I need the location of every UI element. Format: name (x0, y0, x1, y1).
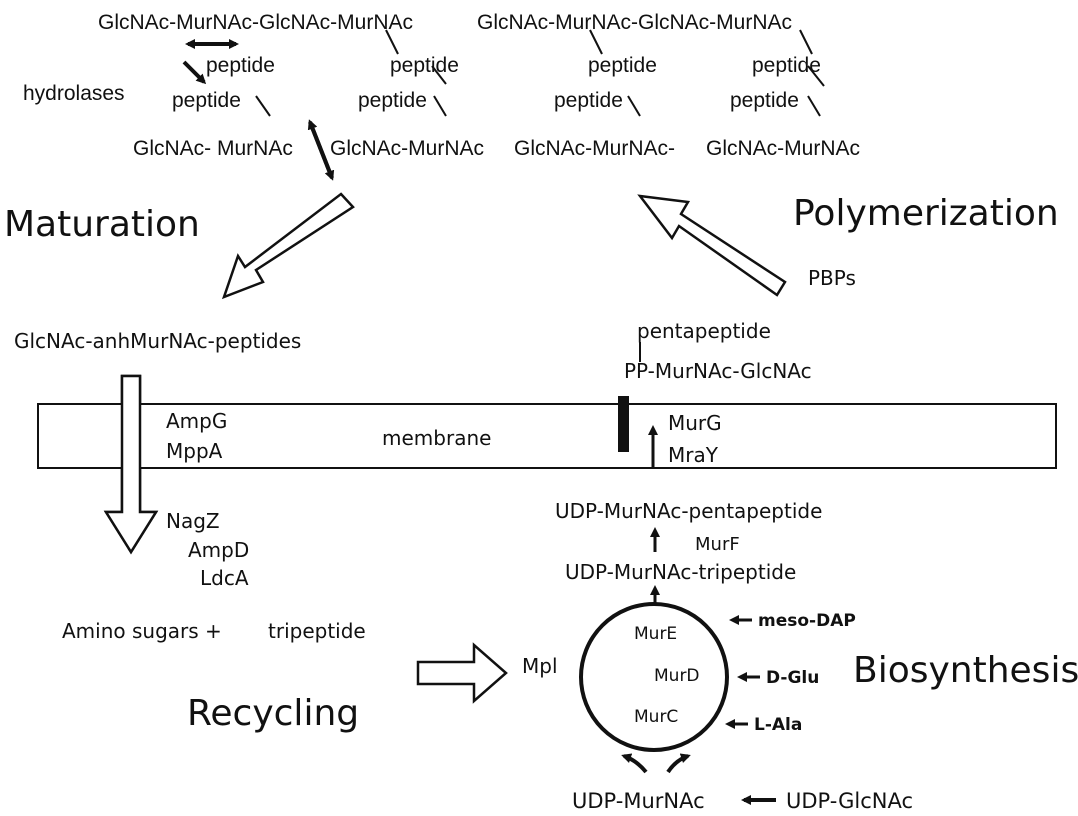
maturation-arrow-icon (221, 192, 355, 300)
recycling-heading: Recycling (187, 693, 359, 734)
peptide-label: peptide (554, 89, 623, 112)
curved-arrow-left-icon (621, 753, 648, 774)
strand-row3-segment-a: GlcNAc- MurNAc (133, 137, 293, 160)
udp-glcnac-label: UDP-GlcNAc (786, 789, 913, 813)
peptide-bonds-row1 (255, 29, 825, 117)
nagz-label: NagZ (166, 509, 220, 533)
peptides-row1: peptide peptide peptide peptide (206, 54, 821, 77)
peptide-label: peptide (358, 89, 427, 112)
strand-row3-segment-c: GlcNAc-MurNAc- (514, 137, 675, 160)
cleavage-arrow-up-icon (307, 119, 334, 179)
top-strand-row3: GlcNAc- MurNAc GlcNAc-MurNAc GlcNAc-MurN… (133, 137, 860, 160)
transport-down-arrow-overlay (103, 374, 159, 555)
udp-murnac-label: UDP-MurNAc (572, 789, 705, 813)
ampd-label: AmpD (188, 538, 249, 562)
pentapeptide-label: pentapeptide (637, 319, 771, 343)
diagonal-arrow-icon (182, 60, 207, 85)
amino-sugars-label: Amino sugars + (62, 619, 222, 643)
udp-pentapeptide-label: UDP-MurNAc-pentapeptide (555, 499, 822, 523)
mray-label: MraY (668, 443, 719, 467)
mure-label: MurE (634, 624, 677, 644)
strand-row1-segment-a: GlcNAc-MurNAc-GlcNAc-MurNAc (98, 11, 413, 34)
mur-ligase-cycle-circle (579, 602, 729, 752)
murg-label: MurG (668, 411, 722, 435)
tripeptide-label: tripeptide (268, 619, 366, 643)
l-ala-label: L-Ala (754, 715, 802, 735)
anh-peptides-label: GlcNAc-anhMurNAc-peptides (14, 329, 301, 353)
polymerization-arrow-icon (637, 194, 787, 297)
murf-label: MurF (695, 534, 740, 555)
peptide-label: peptide (752, 54, 821, 77)
ampg-label: AmpG (166, 409, 227, 433)
peptide-label: peptide (730, 89, 799, 112)
mppa-label: MppA (166, 439, 223, 463)
ldca-label: LdcA (200, 566, 249, 590)
peptide-label: peptide (390, 54, 459, 77)
membrane-bar (37, 403, 1057, 469)
pp-murnac-label: PP-MurNAc-GlcNAc (624, 359, 812, 383)
murd-label: MurD (654, 666, 700, 686)
peptide-label: peptide (172, 89, 241, 112)
strand-row3-segment-d: GlcNAc-MurNAc (706, 137, 860, 160)
maturation-heading: Maturation (4, 204, 200, 245)
udp-tripeptide-label: UDP-MurNAc-tripeptide (565, 560, 796, 584)
d-glu-label: D-Glu (766, 668, 819, 688)
peptides-row2: peptide peptide peptide peptide (172, 89, 799, 112)
lipid-carrier-bar (618, 396, 629, 452)
strand-row3-segment-b: GlcNAc-MurNAc (330, 137, 484, 160)
mpl-label: Mpl (522, 654, 558, 678)
meso-dap-label: meso-DAP (758, 611, 856, 631)
top-strand-row1: GlcNAc-MurNAc-GlcNAc-MurNAc GlcNAc-MurNA… (98, 11, 792, 34)
curved-arrow-right-icon (666, 753, 691, 774)
recycling-arrow-icon (416, 642, 508, 704)
biosynthesis-heading: Biosynthesis (853, 650, 1078, 691)
membrane-label: membrane (382, 426, 491, 450)
polymerization-heading: Polymerization (793, 193, 1059, 234)
hydrolases-label: hydrolases (23, 82, 125, 105)
hydrolase-cleavage-arrows (182, 39, 335, 181)
peptide-label: peptide (588, 54, 657, 77)
strand-row1-segment-b: GlcNAc-MurNAc-GlcNAc-MurNAc (477, 11, 792, 34)
pbps-label: PBPs (808, 266, 856, 290)
murc-label: MurC (634, 707, 678, 727)
peptide-label: peptide (206, 54, 275, 77)
